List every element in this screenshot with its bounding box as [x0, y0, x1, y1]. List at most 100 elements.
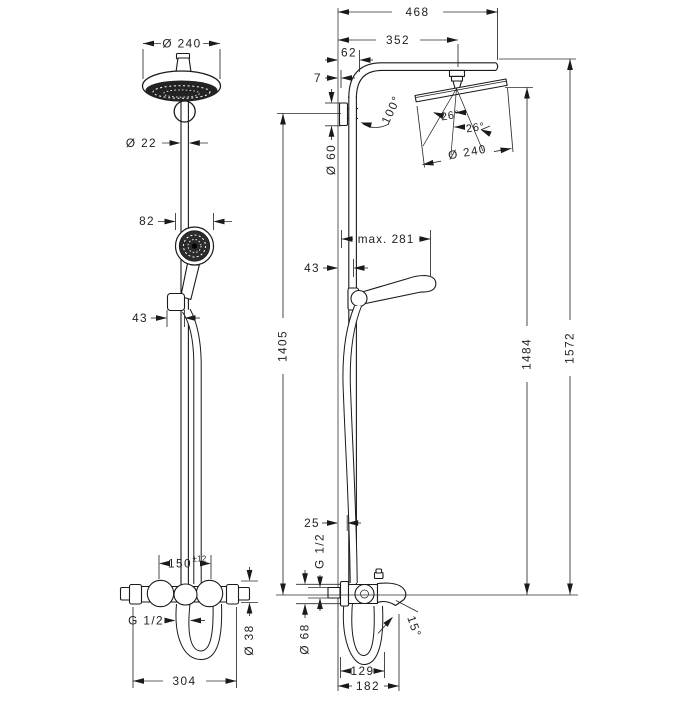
dim-side-hose-loop-width: 129 [340, 652, 385, 678]
wall-bracket-side [338, 102, 358, 127]
dim-label: 7 [314, 71, 322, 85]
diverter-knob [375, 568, 383, 574]
hose-loop-edge [175, 603, 223, 661]
inlet-stub [327, 586, 341, 599]
dim-label: Ø 240 [162, 37, 201, 51]
slider-holder [166, 292, 186, 312]
side-view: 468 352 62 7 100° 26° 26° [276, 5, 578, 693]
dim-front-head-diameter: Ø 240 [142, 37, 221, 79]
dim-label: 26° [465, 121, 486, 136]
ball-joint [450, 75, 464, 82]
spray-axis-line [450, 88, 457, 156]
shower-pipe-side [348, 62, 499, 585]
spray-cone-line [456, 88, 484, 152]
dim-side-spray-angles: 26° 26° [431, 109, 492, 137]
pipe-mount-ring [173, 100, 196, 123]
bracket-plate [338, 102, 349, 127]
hand-shower-center [191, 243, 198, 249]
spray-cone-line [422, 88, 457, 147]
hose-loop-fill [175, 604, 222, 660]
slider-pivot [350, 289, 368, 308]
spout-angle-line [395, 600, 419, 613]
dim-front-holder: 43 [132, 310, 200, 327]
hose-fill [182, 309, 202, 584]
dim-side-spout-reach: 182 [337, 598, 400, 693]
head-stem [175, 57, 192, 73]
shower-hose-side [342, 305, 384, 666]
overhead-shower-side [414, 69, 508, 156]
hose-edge [189, 308, 202, 584]
dim-tolerance: ±12 [193, 555, 207, 564]
dim-side-wall-to-slider: 43 [304, 259, 368, 277]
hose-loop-edge [188, 603, 214, 652]
hand-shower-nozzles [187, 239, 202, 253]
hose-outlet-nut [173, 583, 198, 606]
dim-label: 43 [132, 311, 148, 325]
head-spray-face [145, 80, 218, 101]
hose-loop-edge [342, 601, 384, 666]
wall-union-right [237, 586, 251, 601]
head-nozzle-ring [152, 85, 211, 99]
ball-joint [448, 69, 466, 77]
dim-label: Ø 60 [324, 144, 338, 175]
dim-side-head-diameter: Ø 240 [416, 87, 514, 168]
valve-endcap-right [225, 583, 240, 605]
dim-label: Ø 240 [447, 142, 488, 163]
dim-label: 129 [351, 664, 375, 678]
dim-label: 15° [404, 614, 424, 639]
dim-label: 25 [304, 516, 320, 530]
dim-side-wall-to-pipe: 62 [325, 46, 373, 72]
dim-label: 150 [168, 557, 192, 571]
dim-front-hand-shower: 82 [139, 213, 232, 230]
temperature-knob [146, 579, 175, 608]
hand-shower-side [347, 274, 437, 311]
dim-side-inlet-thread: G 1/2 [308, 533, 329, 611]
dim-label: 1572 [563, 332, 577, 364]
dim-label: 62 [341, 46, 357, 60]
head-plate-side [414, 78, 508, 103]
dim-label: 1405 [276, 330, 290, 362]
pipe-bend [355, 69, 383, 99]
dim-label: Ø 22 [126, 136, 157, 150]
hose-loop-edge [351, 601, 375, 657]
thermostat-valve-front [119, 579, 251, 661]
dim-side-hand-shower-reach: max. 281 [341, 230, 431, 277]
front-view: Ø 240 Ø 22 82 43 150 ±12 G 1/2 Ø 38 [119, 37, 258, 688]
dim-front-valve-width: 304 [132, 607, 237, 688]
dim-label: 468 [406, 5, 430, 19]
dim-label: 100° [378, 93, 403, 126]
dim-label: 43 [304, 261, 320, 275]
hand-shower-front [166, 226, 215, 312]
dim-label: Ø 68 [298, 623, 312, 654]
hand-shower-handle-side [361, 274, 437, 305]
dim-label: 1484 [520, 338, 534, 370]
knob-side [354, 583, 375, 605]
dim-label: Ø 38 [242, 624, 256, 655]
shower-pipe [180, 98, 189, 587]
dim-label: 182 [356, 679, 380, 693]
dim-side-head-projection: 352 [338, 33, 459, 67]
volume-knob [195, 579, 224, 608]
dim-side-total-height: 1572 [499, 58, 577, 595]
tub-spout [376, 582, 407, 607]
dim-front-pipe-diameter: Ø 22 [126, 136, 208, 150]
pipe-bend [348, 62, 383, 99]
dim-side-wall-to-supply: 25 [304, 515, 361, 531]
knob-side-detail [360, 589, 369, 599]
thermostat-valve-side [327, 568, 419, 613]
dim-side-bracket-diameter: Ø 60 [324, 89, 341, 175]
dim-label: 26° [440, 109, 461, 124]
overhead-shower-head [141, 52, 222, 102]
pipe-fill [181, 98, 189, 587]
dim-label: 304 [173, 674, 197, 688]
dim-side-head-height: 1484 [505, 87, 534, 595]
head-nozzle-ring [163, 89, 200, 98]
dim-side-total-depth: 468 [338, 5, 498, 60]
dim-label: G 1/2 [313, 533, 327, 569]
dim-front-hot-cold-distance: 150 ±12 [158, 555, 212, 579]
hand-shower-nozzles [183, 234, 206, 258]
valve-wall-plate [339, 580, 350, 607]
dim-side-wall-gap: 7 [314, 70, 355, 88]
